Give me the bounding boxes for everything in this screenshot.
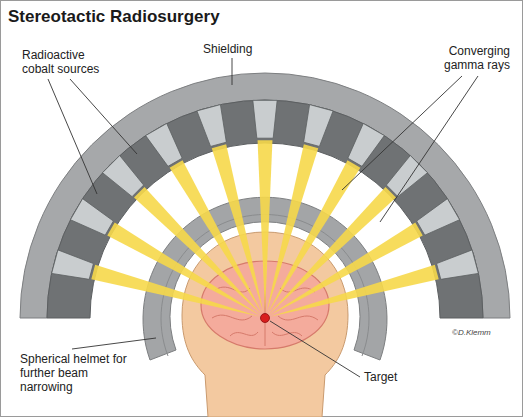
collimator [70,199,113,236]
gamma-ray [212,144,264,313]
part-label: Radioactive cobalt sources [22,48,112,76]
gamma-ray [91,265,260,317]
collimator [197,105,226,147]
collimator [348,123,385,166]
collimator [417,199,460,236]
part-label: Converging gamma rays [420,44,510,72]
collimator [146,123,183,166]
collimator [52,250,94,279]
gamma-rays [91,140,438,317]
source-band [47,100,483,318]
collimator [253,100,277,138]
target-dot [261,314,270,323]
part-label: Shielding [203,42,252,56]
copyright-note: ©D.Klemm [452,328,491,338]
part-label: Spherical helmet for further beam narrow… [20,352,132,394]
leader-lines [48,58,478,377]
gamma-ray [170,160,263,313]
collimator [102,155,143,196]
gamma-ray [269,223,422,316]
collimator [304,105,333,147]
gamma-ray [270,265,439,317]
diagram-title: Stereotactic Radiosurgery [8,7,220,27]
gamma-ray [266,144,318,313]
gamma-ray [258,140,273,313]
part-label: Target [364,370,397,384]
shielding [20,73,510,318]
collimator [437,250,479,279]
collimator [386,155,427,196]
